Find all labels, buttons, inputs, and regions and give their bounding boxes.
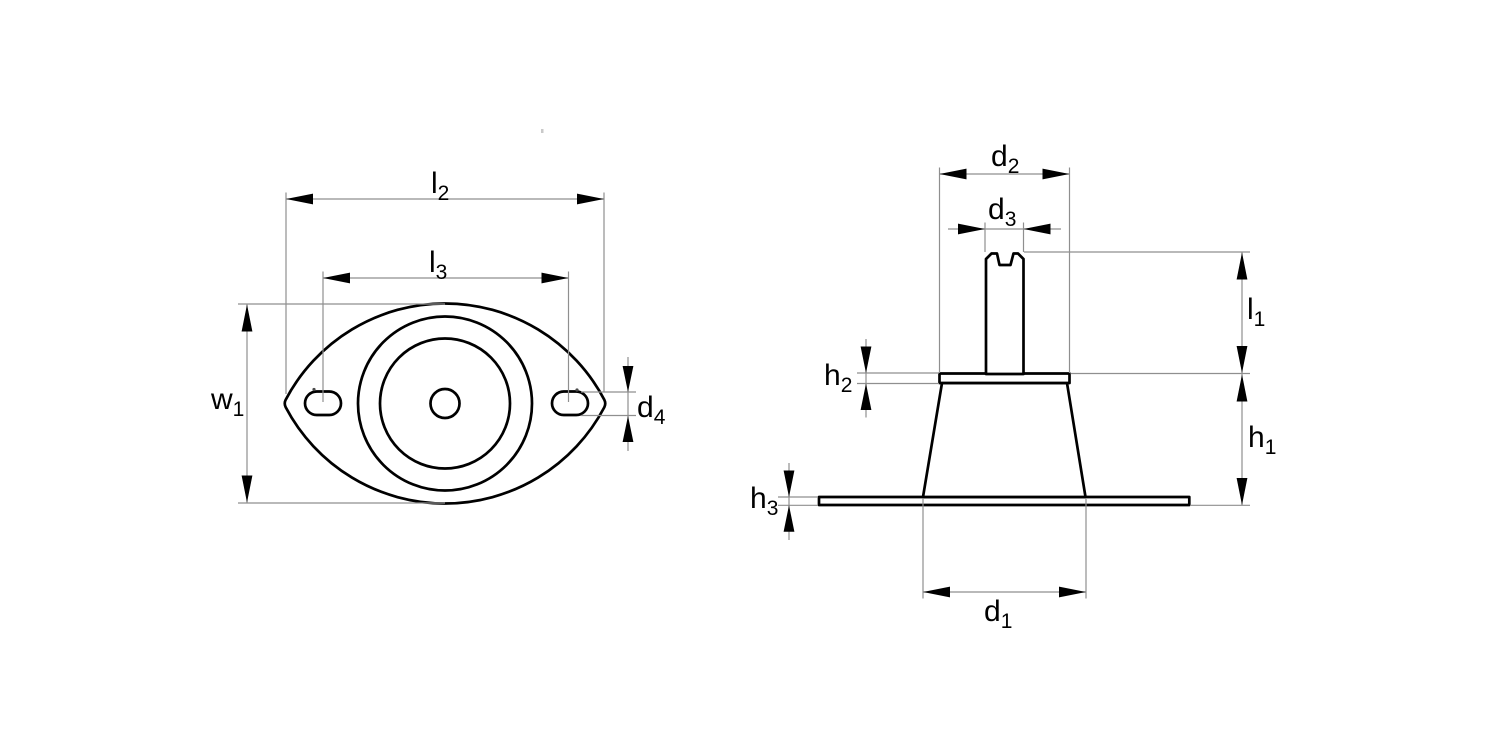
outer-body-circle <box>356 315 534 492</box>
d4-arrow-top <box>622 366 634 392</box>
d3-arrow-right <box>1023 223 1051 235</box>
h3-label: h3 <box>750 482 778 520</box>
h1-arrow-top <box>1236 374 1248 402</box>
l2-arrow-left <box>286 193 313 205</box>
d2-arrow-right <box>1042 168 1070 180</box>
l1-arrow-bottom <box>1236 346 1248 373</box>
l3-arrow-right <box>541 272 569 284</box>
top-view: l2 l3 w1 d4 <box>210 167 666 505</box>
l3-arrow-left <box>323 272 350 284</box>
w1-label: w1 <box>210 383 244 421</box>
d3-label: d3 <box>988 193 1016 231</box>
side-view: d2 d3 l1 h1 h2 h3 <box>750 140 1276 633</box>
mounting-slot-right <box>550 390 590 417</box>
h2-label: h2 <box>824 359 852 397</box>
l2-label: l2 <box>431 167 449 205</box>
h2-arrow-top <box>860 346 872 373</box>
d1-arrow-right <box>1059 586 1086 598</box>
d4-label: d4 <box>637 391 666 429</box>
h3-arrow-top <box>783 470 795 497</box>
d2-arrow-left <box>939 168 967 180</box>
w1-arrow-top <box>241 304 253 332</box>
slot-center-mark-left <box>312 387 316 392</box>
l1-arrow-top <box>1236 252 1248 280</box>
artifact-speck <box>541 129 544 133</box>
threaded-stud <box>984 252 1025 376</box>
d4-arrow-bottom <box>622 416 634 442</box>
l2-arrow-right <box>577 193 604 205</box>
w1-arrow-bottom <box>241 475 253 503</box>
h1-label: h1 <box>1248 421 1276 459</box>
h2-arrow-bottom <box>860 383 872 410</box>
flange-outline <box>283 302 607 505</box>
l1-label: l1 <box>1247 293 1265 331</box>
slot-center-mark-right <box>575 388 579 392</box>
center-hole-circle <box>429 387 461 420</box>
middle-body-circle <box>378 337 512 470</box>
d1-label: d1 <box>984 595 1012 633</box>
d1-arrow-left <box>923 586 950 598</box>
cone-body <box>921 381 1087 499</box>
d3-arrow-left <box>958 223 985 235</box>
h1-arrow-bottom <box>1236 478 1248 505</box>
d2-label: d2 <box>991 140 1019 178</box>
h3-arrow-bottom <box>783 505 795 532</box>
l3-label: l3 <box>429 246 447 284</box>
